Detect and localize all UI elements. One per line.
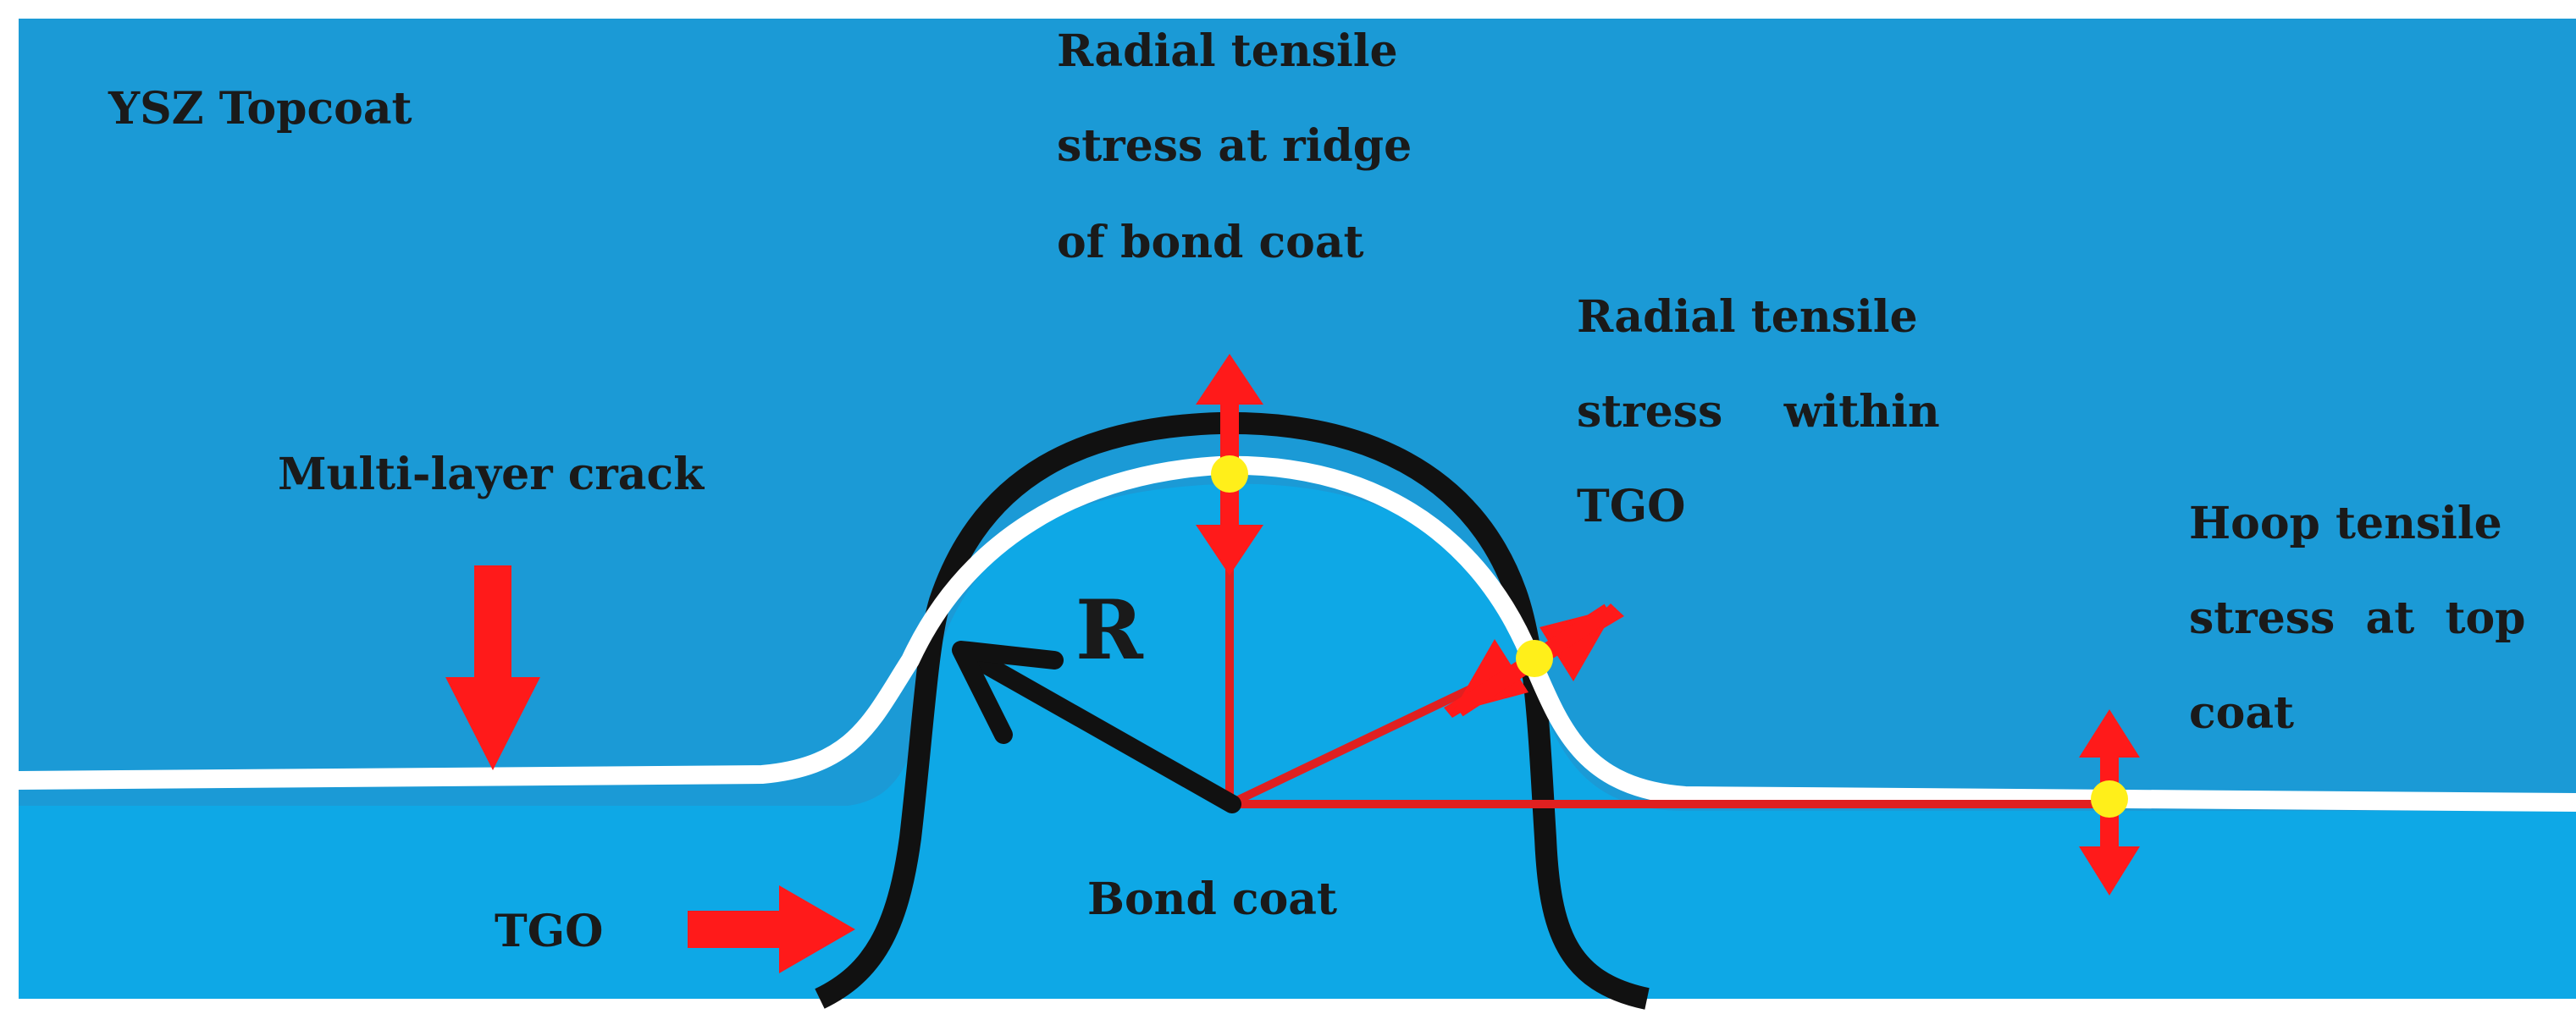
label-ridge-line1: Radial tensile xyxy=(1057,25,1398,77)
bond-coat-region xyxy=(19,483,2576,999)
label-ridge-line2: stress at ridge xyxy=(1057,120,1412,172)
label-within-line2: stress within xyxy=(1577,386,1940,438)
label-within-line3: TGO xyxy=(1577,481,1685,532)
label-within-line1: Radial tensile xyxy=(1577,291,1918,343)
label-topcoat: YSZ Topcoat xyxy=(108,83,412,135)
crack-pointer-arrow xyxy=(445,565,540,770)
label-tgo: TGO xyxy=(495,906,603,957)
label-hoop-line3: coat xyxy=(2189,687,2294,739)
label-hoop-line2: stress at top xyxy=(2189,592,2526,644)
radius-arrow xyxy=(952,641,1241,813)
label-radius: R xyxy=(1075,582,1144,678)
label-bond-coat: Bond coat xyxy=(1087,873,1337,925)
marker-tgo xyxy=(1516,640,1553,677)
marker-ridge xyxy=(1211,455,1248,493)
label-ridge-line3: of bond coat xyxy=(1057,217,1364,268)
tgo-layer xyxy=(815,411,1650,1010)
tgo-pointer-arrow xyxy=(688,885,855,973)
label-hoop-line1: Hoop tensile xyxy=(2189,498,2502,549)
label-crack: Multi-layer crack xyxy=(278,449,705,500)
marker-hoop xyxy=(2091,780,2128,818)
